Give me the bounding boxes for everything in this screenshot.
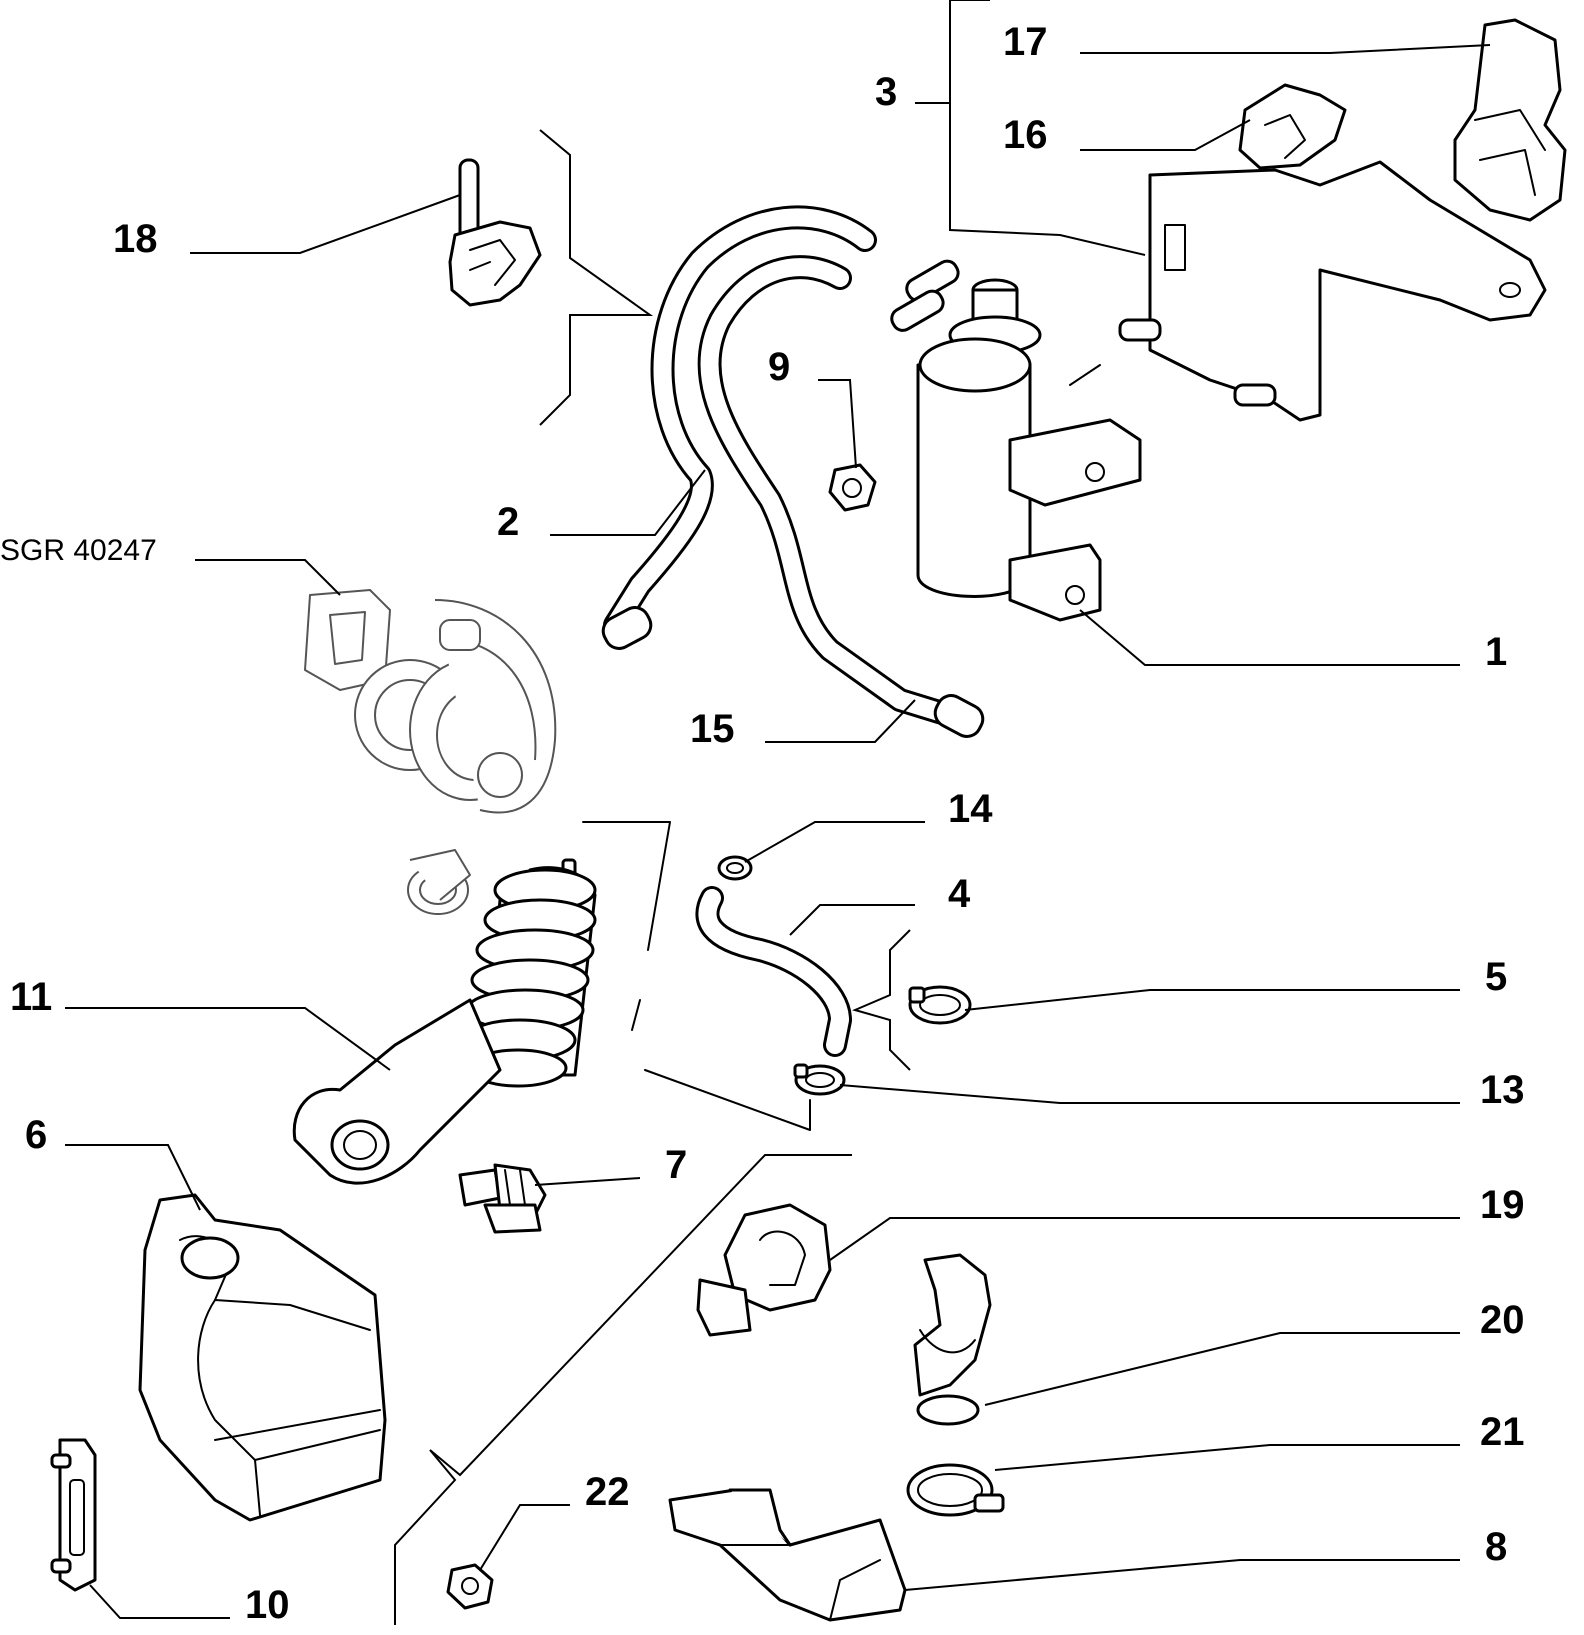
callout-11: 11: [10, 975, 52, 1019]
leader-15: [765, 699, 916, 743]
part-1-solenoid-valve: [890, 259, 1142, 622]
part-20-clip: [913, 1253, 992, 1426]
leader-5: [964, 989, 1460, 1011]
part-2-hose: [601, 205, 877, 650]
part-14-clamp: [717, 855, 753, 881]
leader-lines: [65, 0, 1491, 1619]
leader-4: [789, 904, 915, 936]
part-19-clip: [696, 1203, 832, 1337]
callout-16: 16: [1003, 113, 1048, 157]
leader-6: [65, 1144, 201, 1211]
leader-20: [984, 1332, 1460, 1406]
part-13-clamp: [793, 1063, 846, 1096]
leader-ref: [195, 559, 341, 596]
part-10-clip-plate: [50, 1438, 97, 1592]
bracket-18: [539, 129, 654, 426]
bracket-lower: [394, 1154, 852, 1625]
callout-2: 2: [497, 500, 519, 544]
part-11-bellows-hose: [292, 858, 597, 1185]
callout-13: 13: [1480, 1068, 1525, 1112]
part-4-hose: [695, 886, 852, 1057]
leader-1: [1079, 609, 1460, 666]
callout-18: 18: [113, 217, 158, 261]
leader-10: [89, 1584, 230, 1619]
leader-11: [65, 1007, 391, 1071]
callout-8: 8: [1485, 1525, 1507, 1569]
part-3-bracket-plate: [1118, 160, 1547, 422]
part-16-clip: [1238, 83, 1347, 170]
leader-2: [550, 469, 706, 536]
reference-label: SGR 40247: [0, 534, 157, 567]
callout-10: 10: [245, 1583, 290, 1627]
leader-19: [829, 1217, 1460, 1261]
bracket-4: [852, 929, 911, 1071]
callout-19: 19: [1480, 1183, 1525, 1227]
callout-17: 17: [1003, 20, 1048, 64]
callout-9: 9: [768, 345, 790, 389]
callout-1: 1: [1485, 630, 1507, 674]
callout-4: 4: [948, 872, 971, 916]
part-7-plug: [458, 1163, 547, 1234]
leader-22: [479, 1504, 570, 1571]
part-5-clamp: [908, 985, 972, 1025]
callout-14: 14: [948, 787, 993, 831]
leader-14: [744, 821, 925, 863]
leader-9: [818, 379, 857, 469]
part-18-sensor: [448, 158, 542, 307]
leader-7: [534, 1177, 641, 1186]
part-17-clip: [1453, 18, 1567, 222]
callout-20: 20: [1480, 1298, 1525, 1342]
part-6-air-box: [138, 1193, 387, 1522]
callout-21: 21: [1480, 1410, 1525, 1454]
part-9-nut: [828, 463, 877, 512]
callout-7: 7: [665, 1143, 687, 1187]
part-22-nut: [446, 1563, 494, 1610]
callout-5: 5: [1485, 955, 1507, 999]
turbocharger-assembly: [304, 589, 557, 915]
leader-18: [190, 194, 461, 254]
bracket-11: [582, 821, 811, 1131]
callout-3: 3: [875, 70, 897, 114]
callout-22: 22: [585, 1470, 630, 1514]
callout-6: 6: [25, 1113, 47, 1157]
callout-labels: SGR 40247 17 3 16 18 9 2 1 15 14 4 5 11 …: [0, 20, 1525, 1627]
leader-13: [839, 1084, 1460, 1104]
part-8-clip-strip: [668, 1488, 907, 1622]
part-21-hose-clamp: [906, 1463, 1005, 1517]
leader-8: [904, 1559, 1460, 1591]
leader-16: [1080, 119, 1251, 151]
leader-3: [915, 0, 1146, 256]
part-15-hose: [697, 255, 985, 738]
leader-17: [1080, 44, 1491, 54]
leader-21: [994, 1444, 1460, 1471]
callout-15: 15: [690, 707, 735, 751]
